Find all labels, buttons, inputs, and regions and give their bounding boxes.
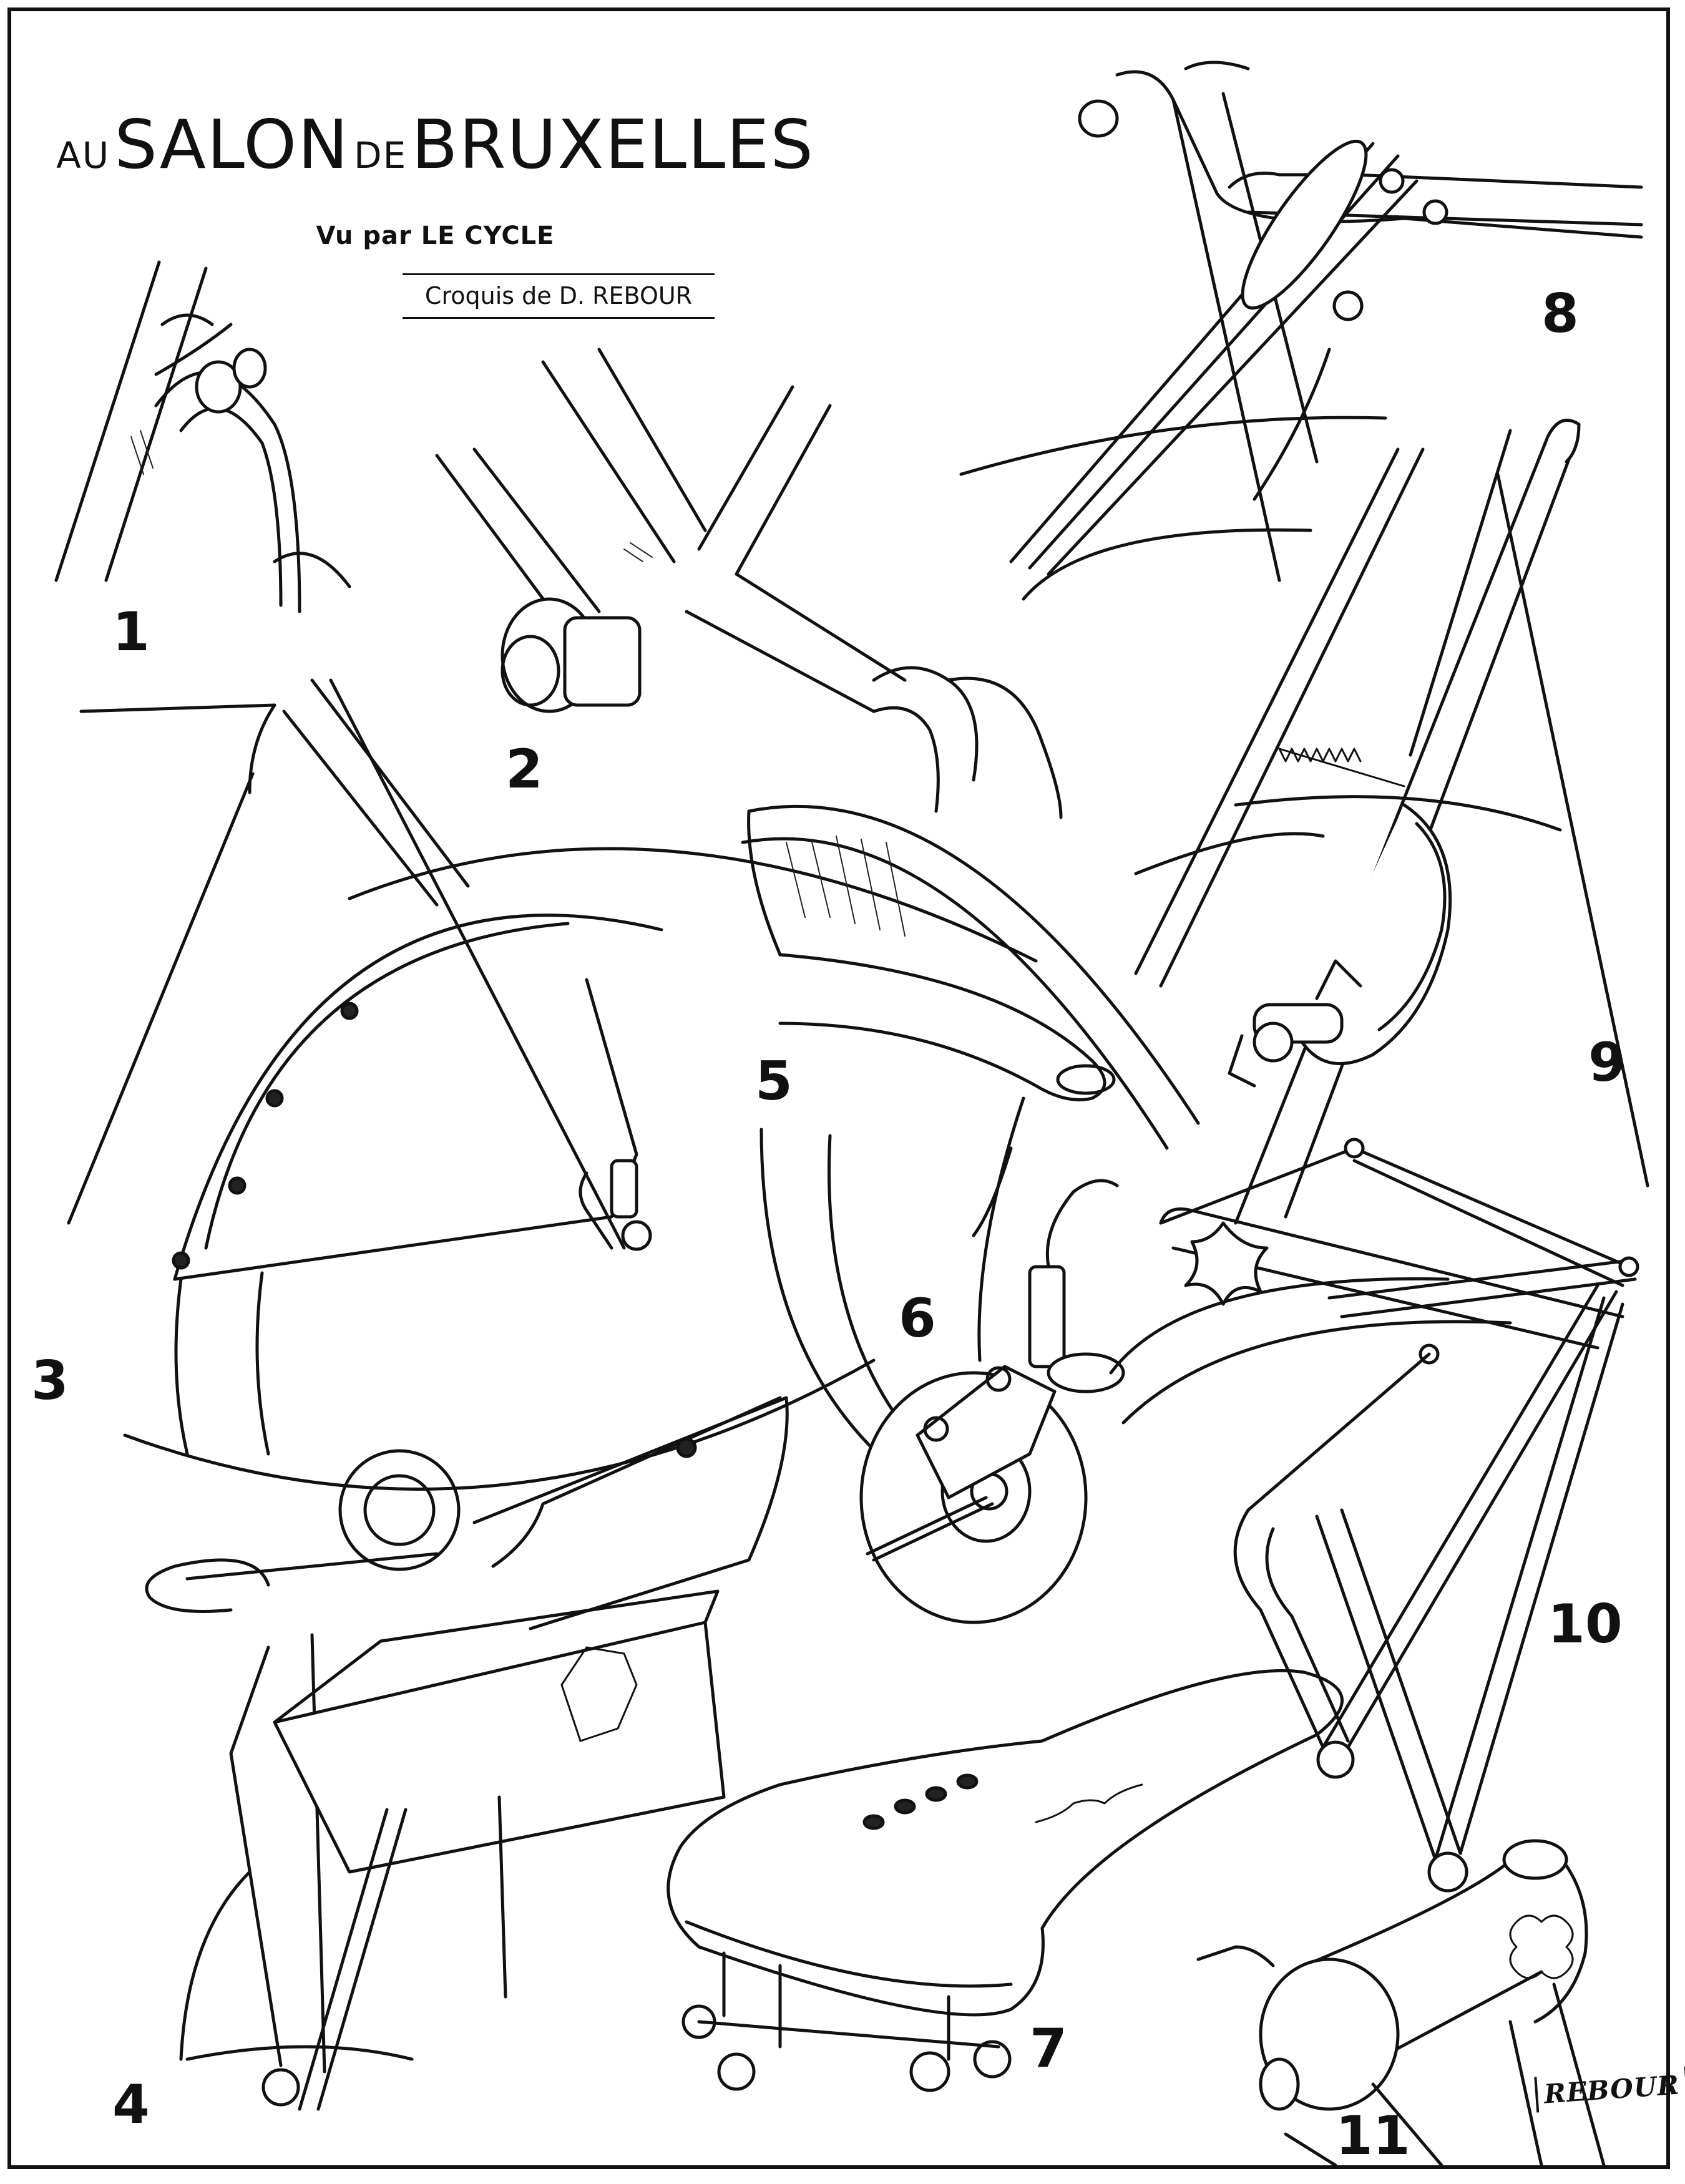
title-mid: DE xyxy=(353,134,408,177)
figure-number-6: 6 xyxy=(899,1287,936,1350)
page-subtitle: Vu par LE CYCLE xyxy=(316,222,555,250)
figure-10-drawing xyxy=(1109,1138,1639,1893)
page-border xyxy=(7,7,1670,2169)
figure-8-drawing xyxy=(959,61,1643,601)
credit-bottom-rule xyxy=(403,317,715,319)
figure-number-4: 4 xyxy=(112,2074,150,2136)
figure-5-drawing xyxy=(741,805,1200,1150)
page-title: AU SALON DE BRUXELLES xyxy=(0,106,871,184)
figure-number-8: 8 xyxy=(1541,283,1579,345)
figure-2-drawing xyxy=(435,348,1063,819)
figure-number-1: 1 xyxy=(112,601,150,663)
page-credit: Croquis de D. REBOUR xyxy=(424,282,693,310)
figure-6-drawing xyxy=(759,1096,1125,1624)
figure-number-9: 9 xyxy=(1588,1031,1626,1094)
figure-11-drawing xyxy=(1196,1839,1606,2167)
figure-1-drawing xyxy=(54,260,351,613)
figure-3-drawing xyxy=(67,678,1038,1491)
figure-number-10: 10 xyxy=(1548,1593,1623,1655)
figure-number-5: 5 xyxy=(755,1050,793,1113)
figure-number-2: 2 xyxy=(506,738,543,801)
figure-4-drawing xyxy=(145,1396,789,2111)
figure-7-drawing xyxy=(667,1669,1344,2092)
credit-top-rule xyxy=(403,273,715,275)
figure-9-drawing xyxy=(1134,418,1649,1225)
figure-number-7: 7 xyxy=(1030,2017,1067,2080)
figure-number-11: 11 xyxy=(1336,2105,1410,2167)
title-prefix: AU xyxy=(56,134,110,177)
figure-number-3: 3 xyxy=(31,1350,69,1412)
title-word-bruxelles: BRUXELLES xyxy=(411,106,814,184)
title-word-salon: SALON xyxy=(114,106,349,184)
